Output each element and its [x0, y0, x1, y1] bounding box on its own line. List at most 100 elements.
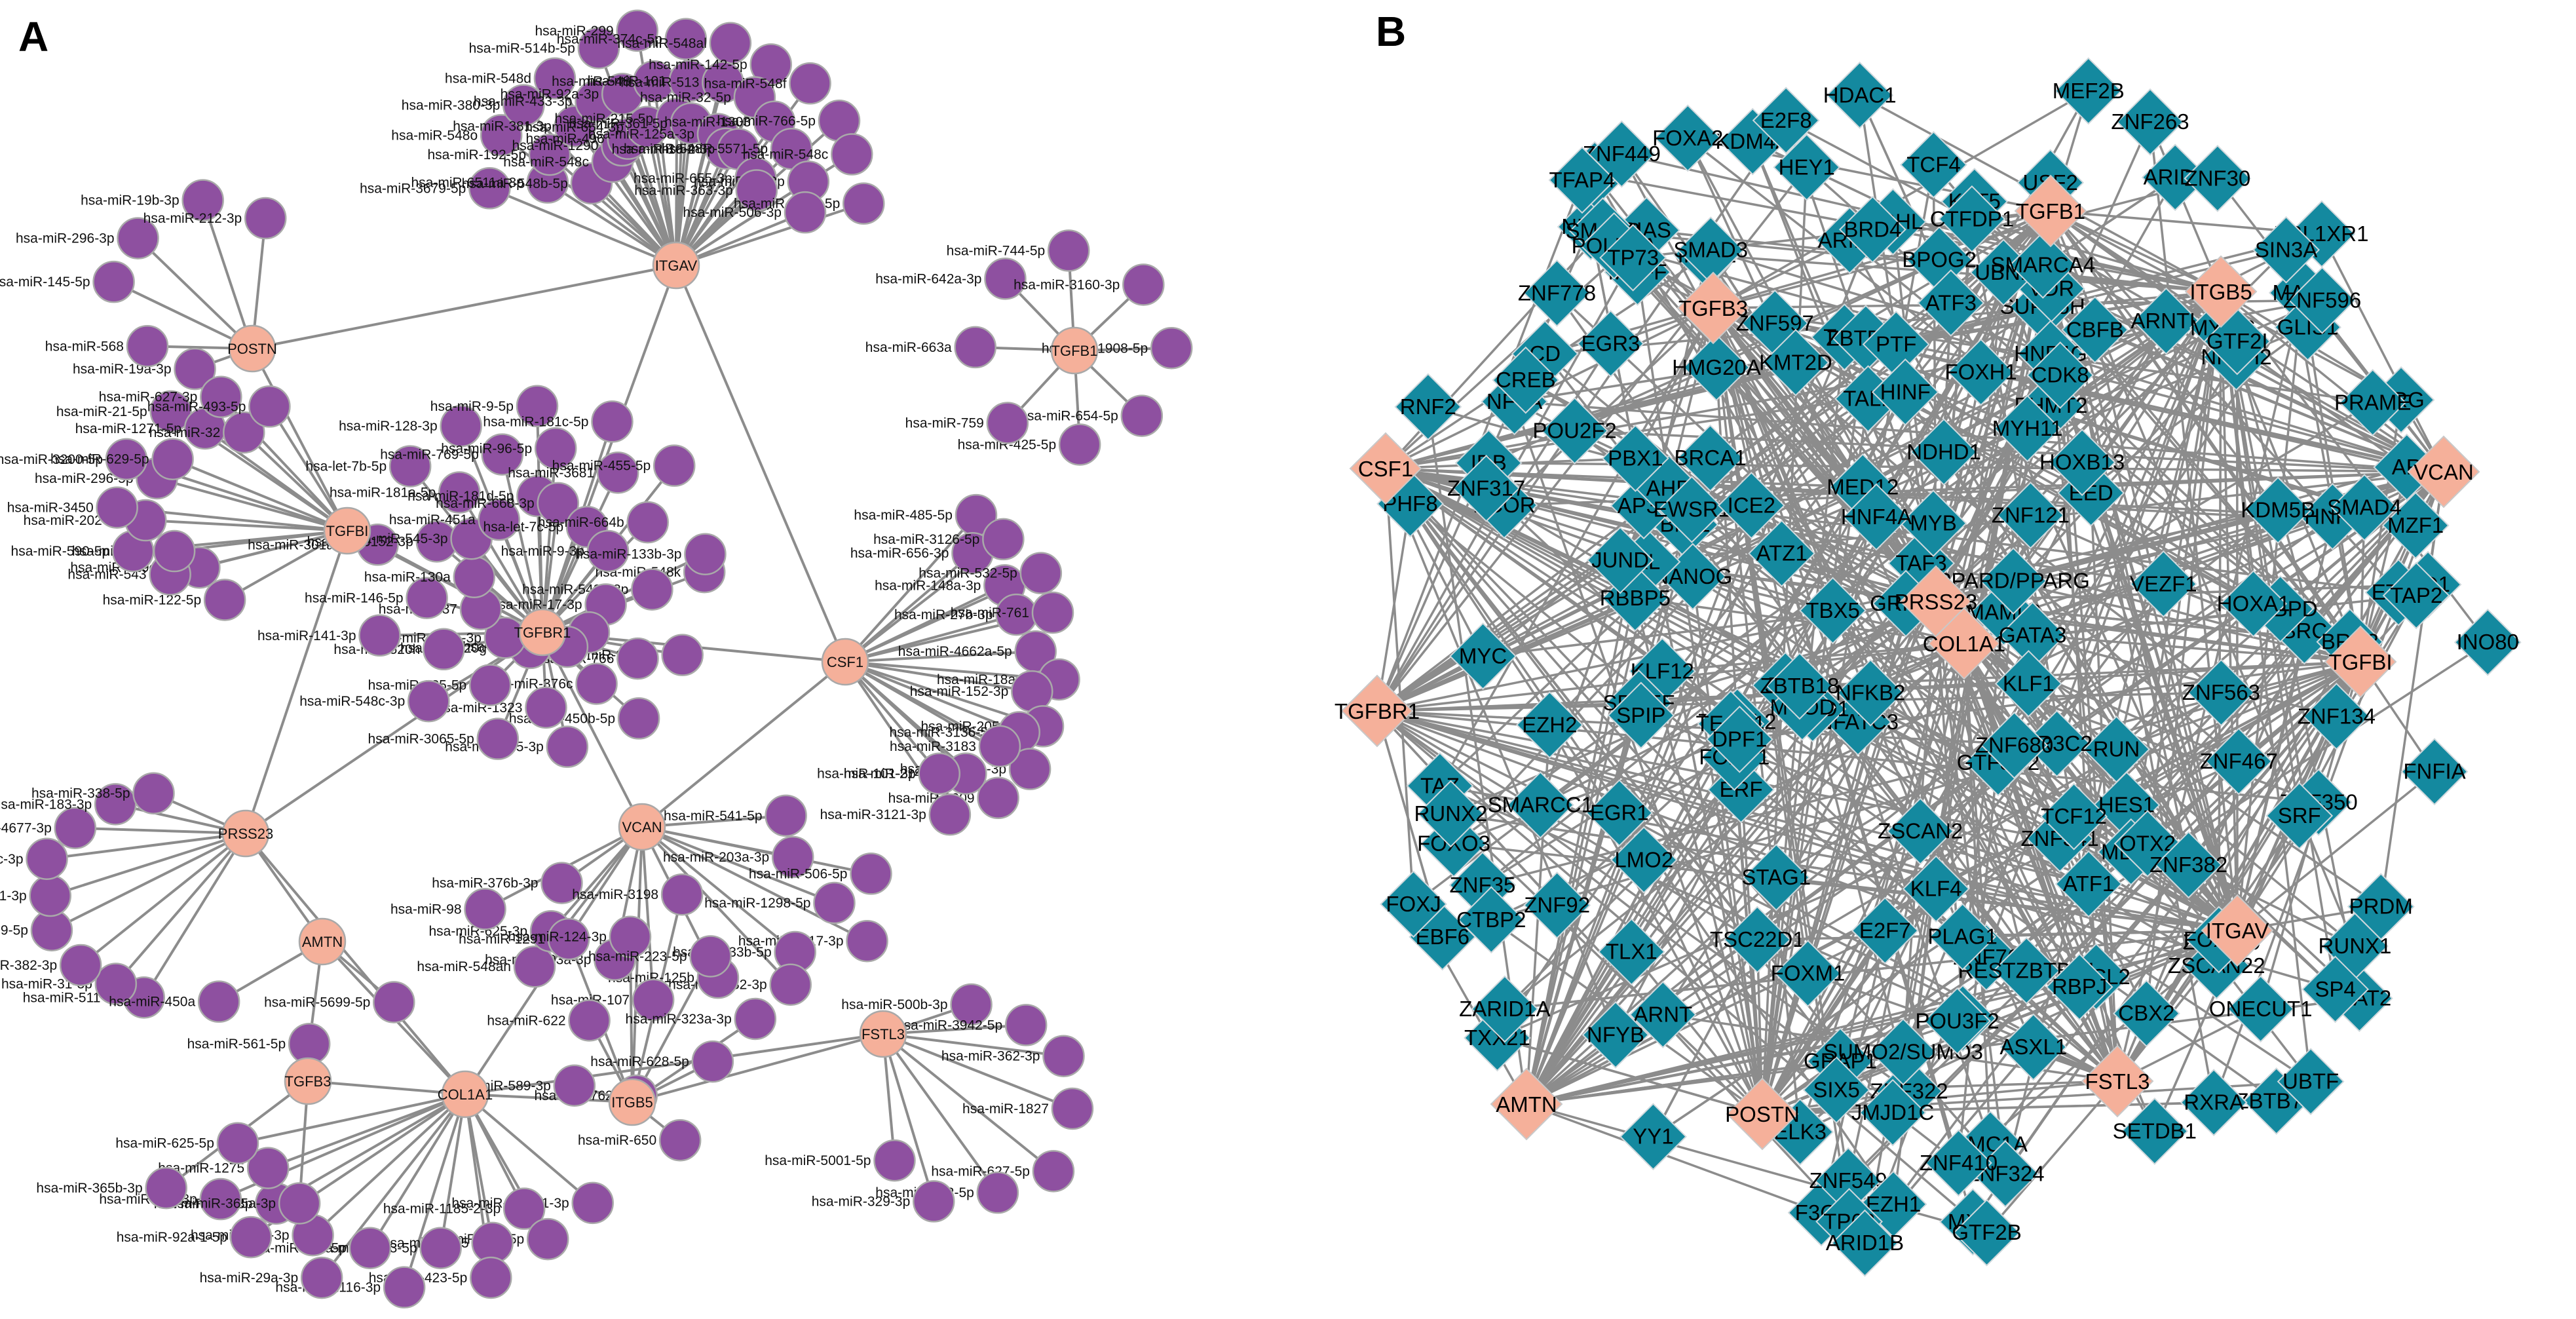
mirna-label: hsa-miR-296-3p [16, 231, 115, 246]
mirna-label: hsa-miR-629-5p [50, 452, 149, 467]
hub-gene-label: COL1A1 [438, 1086, 493, 1103]
tf-label: NDHD1 [1906, 440, 1981, 464]
mirna-label: hsa-miR-9-5p [430, 399, 514, 414]
mirna-node: hsa-miR-625-5p [115, 1123, 258, 1164]
tf-label: VEZF1 [2130, 571, 2197, 596]
hub-gene-label: VCAN [622, 819, 662, 835]
tf-label: CTBP2 [1456, 908, 1526, 932]
tf-node: FNFIA [2402, 739, 2467, 805]
mirna-label: hsa-miR-541-5p [664, 809, 763, 824]
tf-label: TFAP4 [1549, 168, 1616, 192]
tf-label: SMARCA4 [1991, 252, 2096, 277]
tf-label: ZNF263 [2111, 109, 2189, 134]
mirna-label: hsa-miR-141-3p [257, 628, 356, 643]
tf-label: SP4 [2315, 977, 2355, 1001]
tf-label: ZSCAN2 [1878, 819, 1963, 843]
mirna-label: hsa-miR-142-5p [649, 57, 748, 72]
mirna-label: hsa-miR-32-5p [640, 90, 731, 105]
hub-gene-label: AMTN [302, 934, 343, 950]
mirna-label: hsa-miR-761 [951, 605, 1029, 621]
mirna-label: hsa-miR-21-5p [56, 404, 147, 419]
mirna-label: hsa-miR-568 [45, 339, 124, 354]
tf-label: E2F8 [1760, 108, 1812, 132]
tf-label: EGR3 [1582, 331, 1640, 355]
tf-label: CREB [1496, 368, 1556, 392]
mirna-label: hsa-miR-627-5p [931, 1164, 1030, 1179]
tf-label: EZH2 [1522, 712, 1577, 736]
hub-gene-label: FSTL3 [2085, 1069, 2150, 1094]
tf-label: KLF1 [2003, 671, 2055, 695]
tf-label: PRDM [2349, 894, 2413, 919]
tf-node: FOXA2 [1652, 105, 1723, 171]
tf-label: HDAC1 [1823, 83, 1897, 107]
mirna-label: hsa-miR-590-5p [11, 544, 110, 559]
tf-label: ZNF121 [1992, 503, 2070, 527]
hub-gene-label: VCAN [2414, 460, 2474, 484]
hub-gene-label: TGFBI [2328, 650, 2392, 674]
mirna-edge [116, 833, 246, 984]
tf-node: RNF2 [1395, 374, 1461, 440]
mirna-node: hsa-miR-5001-5p [765, 1140, 915, 1181]
hub-gene-node-itgb5: ITGB5 [609, 1079, 655, 1125]
tf-label: FNFIA [2403, 759, 2465, 784]
tf-label: RUN [2093, 737, 2140, 761]
tf-label: GTF2B [1952, 1220, 2021, 1244]
tf-label: ZNF596 [2283, 288, 2361, 312]
tf-node: INO80 [2455, 609, 2520, 675]
mirna-label: hsa-miR-548d [445, 71, 531, 86]
hub-gene-node-fstl3: FSTL3 [860, 1011, 906, 1057]
tf-label: TCF4 [1906, 152, 1961, 176]
tf-label: RBBP5 [1600, 586, 1671, 610]
tf-label: TCF12 [2041, 804, 2107, 828]
hub-gene-label: COL1A1 [1923, 632, 2006, 656]
mirna-node: hsa-miR-3065-5p [368, 719, 518, 759]
mirna-label: hsa-miR-329-3p [812, 1194, 911, 1209]
hub-gene-node-tgfb1: TGFB1 [1051, 328, 1098, 373]
tf-label: ZNF778 [1518, 280, 1596, 305]
mirna-label: hsa-miR-1827 [962, 1101, 1049, 1117]
mirna-label: hsa-miR-5699-5p [264, 995, 370, 1010]
mirna-node: hsa-miR-663a [865, 327, 996, 368]
tf-label: ZNF563 [2182, 680, 2260, 704]
mirna-label: hsa-miR-96-5p [441, 441, 532, 456]
mirna-label: hsa-miR-656-3p [850, 546, 949, 561]
tf-label: MYB [1910, 511, 1957, 535]
tf-label: CTFDP1 [1930, 206, 2014, 231]
tf-node: ZNF30 [2184, 145, 2250, 211]
mirna-node: hsa-miR-568 [45, 326, 168, 366]
tf-label: CDK8 [2032, 363, 2089, 387]
tf-label: TSC22D1 [1710, 927, 1805, 951]
mirna-label: hsa-miR-650 [578, 1133, 656, 1148]
hub-gene-diamond-amtn: AMTN [1491, 1069, 1562, 1139]
mirna-label: hsa-miR-223-5p [588, 949, 687, 964]
mirna-label: hsa-miR-548f [704, 76, 786, 91]
hub-gene-node-tgfb3: TGFB3 [285, 1058, 331, 1104]
tf-label: INO80 [2457, 630, 2519, 654]
tf-label: ATF3 [1925, 290, 1977, 315]
mirna-label: hsa-miR-450a [109, 995, 195, 1010]
tf-label: ZNF382 [2150, 852, 2227, 877]
tf-label: PLAG1 [1927, 925, 1997, 949]
tf-label: RUNX1 [2319, 934, 2392, 958]
tf-label: CBFB [2066, 317, 2124, 341]
mirna-node: hsa-miR-101-3p [817, 754, 960, 794]
mirna-node: hsa-miR-3160-3p [1013, 264, 1164, 305]
tf-label: ATZ1 [1756, 541, 1807, 565]
mirna-node: hsa-miR-299-5p [0, 910, 72, 951]
tf-label: FOXA2 [1652, 126, 1723, 150]
tf-label: ZBTB18 [1760, 674, 1839, 698]
mirna-label: hsa-miR-101-3p [817, 767, 916, 782]
tf-label: TAP2 [2390, 583, 2442, 607]
mirna-label: hsa-miR-92a-1-5p [117, 1230, 227, 1245]
tf-label: GATA3 [1999, 622, 2066, 647]
tf-label: BPOG2 [1902, 248, 1977, 272]
hub-gene-node-itgav: ITGAV [653, 242, 699, 288]
mirna-label: hsa-miR-29a-3p [200, 1271, 299, 1286]
mirna-node: hsa-miR-98 [390, 889, 506, 929]
tf-label: DPF1 [1712, 727, 1767, 751]
mirna-node: hsa-miR-1827 [962, 1088, 1093, 1129]
mirna-label: hsa-miR-122-5p [103, 592, 202, 607]
tf-label: BRD4 [1844, 217, 1901, 241]
tf-label: RBPJ [2052, 974, 2107, 999]
mirna-edge [370, 1094, 465, 1248]
